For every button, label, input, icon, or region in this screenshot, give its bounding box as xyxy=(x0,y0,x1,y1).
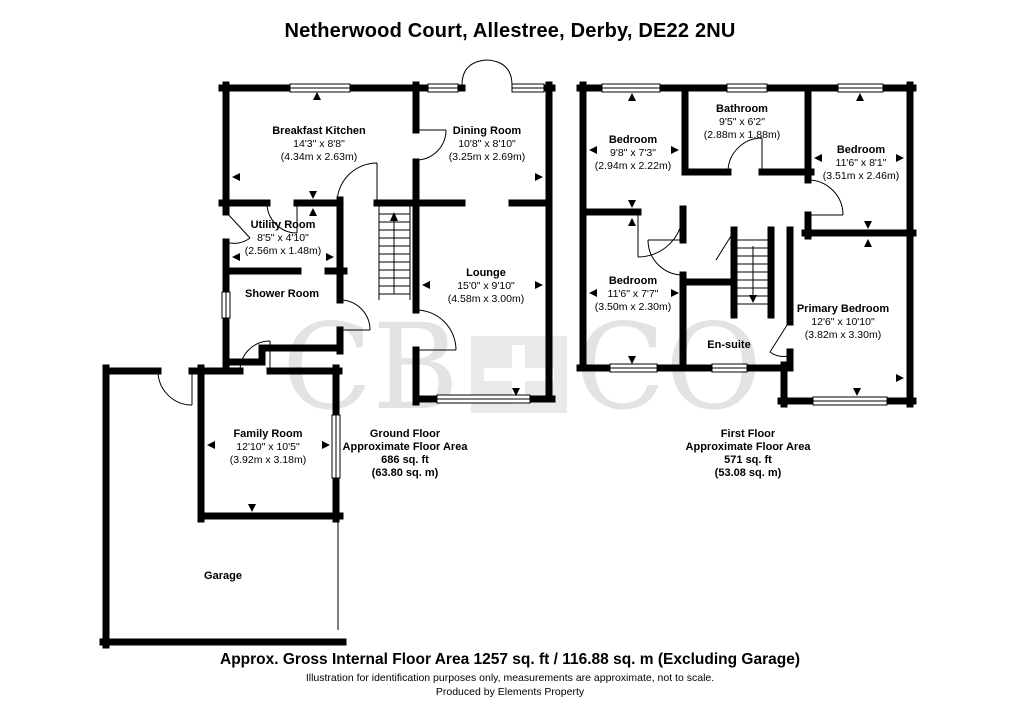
floor-label: First Floor xyxy=(720,428,776,440)
room-size-metric: (4.58m x 3.00m) xyxy=(447,293,525,305)
room-name: En-suite xyxy=(707,339,751,351)
room-label-bedroom-top-left: Bedroom 9'8" x 7'3" (2.94m x 2.22m) xyxy=(595,134,671,173)
room-size-metric: (3.82m x 3.30m) xyxy=(804,329,882,341)
ground-floor-doors xyxy=(157,59,513,406)
room-name: Lounge xyxy=(466,267,506,279)
room-label-lounge: Lounge 15'0" x 9'10" (4.58m x 3.00m) xyxy=(448,267,524,306)
floor-area-label: Approximate Floor Area xyxy=(342,441,468,453)
room-size-imperial: 12'6" x 10'10" xyxy=(811,316,875,328)
room-size-metric: (3.50m x 2.30m) xyxy=(594,301,672,313)
room-name: Dining Room xyxy=(452,125,522,137)
room-name: Bedroom xyxy=(836,144,886,156)
room-size-imperial: 9'5" x 6'2" xyxy=(719,116,765,128)
floor-area-m: (63.80 sq. m) xyxy=(371,467,439,479)
room-name: Primary Bedroom xyxy=(796,303,890,315)
page-title: Netherwood Court, Allestree, Derby, DE22… xyxy=(284,20,736,42)
dimension-arrows xyxy=(207,92,904,512)
room-size-imperial: 12'10" x 10'5" xyxy=(236,441,300,453)
room-size-metric: (2.94m x 2.22m) xyxy=(594,160,672,172)
ground-floor-windows xyxy=(221,83,545,479)
room-size-imperial: 14'3" x 8'8" xyxy=(293,138,345,150)
room-label-primary-bedroom: Primary Bedroom 12'6" x 10'10" (3.82m x … xyxy=(797,303,889,342)
room-label-shower-room: Shower Room xyxy=(245,288,319,301)
floor-area-m: (53.08 sq. m) xyxy=(714,467,782,479)
room-label-bedroom-top-right: Bedroom 11'6" x 8'1" (3.51m x 2.46m) xyxy=(823,144,899,183)
room-size-metric: (2.56m x 1.48m) xyxy=(244,245,322,257)
room-size-metric: (3.25m x 2.69m) xyxy=(448,151,526,163)
floor-area-ft: 686 sq. ft xyxy=(381,454,429,466)
ground-floor-summary: Ground Floor Approximate Floor Area 686 … xyxy=(343,428,468,480)
room-label-utility-room: Utility Room 8'5" x 4'10" (2.56m x 1.48m… xyxy=(245,219,321,258)
room-size-imperial: 15'0" x 9'10" xyxy=(457,280,515,292)
room-name: Utility Room xyxy=(250,219,316,231)
room-size-metric: (2.88m x 1.88m) xyxy=(703,129,781,141)
room-size-imperial: 11'6" x 7'7" xyxy=(607,288,659,300)
first-floor-doors xyxy=(637,137,844,357)
room-label-dining-room: Dining Room 10'8" x 8'10" (3.25m x 2.69m… xyxy=(449,125,525,164)
room-name: Family Room xyxy=(233,428,303,440)
ground-floor-walls xyxy=(99,81,556,649)
ground-floor-staircase xyxy=(378,206,411,300)
room-name: Bathroom xyxy=(716,103,768,115)
room-name: Breakfast Kitchen xyxy=(272,125,366,137)
room-size-imperial: 11'6" x 8'1" xyxy=(835,157,887,169)
room-size-metric: (4.34m x 2.63m) xyxy=(280,151,358,163)
room-size-imperial: 10'8" x 8'10" xyxy=(458,138,516,150)
room-size-imperial: 8'5" x 4'10" xyxy=(257,232,309,244)
room-label-ensuite: En-suite xyxy=(707,339,750,352)
room-name: Shower Room xyxy=(245,288,319,300)
first-floor-summary: First Floor Approximate Floor Area 571 s… xyxy=(686,428,811,480)
room-label-bedroom-bottom-left: Bedroom 11'6" x 7'7" (3.50m x 2.30m) xyxy=(595,275,671,314)
room-size-metric: (3.51m x 2.46m) xyxy=(822,170,900,182)
first-floor-walls xyxy=(576,81,917,408)
first-floor-windows xyxy=(601,83,888,406)
producer-text: Produced by Elements Property xyxy=(435,686,585,698)
room-size-metric: (3.92m x 3.18m) xyxy=(229,454,307,466)
room-name: Bedroom xyxy=(608,134,658,146)
room-size-imperial: 9'8" x 7'3" xyxy=(610,147,656,159)
room-label-breakfast-kitchen: Breakfast Kitchen 14'3" x 8'8" (4.34m x … xyxy=(272,125,366,164)
first-floor-staircase xyxy=(715,235,768,305)
room-name: Garage xyxy=(204,570,242,582)
gross-area-text: Approx. Gross Internal Floor Area 1257 s… xyxy=(220,651,800,668)
floor-label: Ground Floor xyxy=(369,428,441,440)
floor-area-ft: 571 sq. ft xyxy=(724,454,772,466)
disclaimer-text: Illustration for identification purposes… xyxy=(305,672,715,684)
room-label-bathroom: Bathroom 9'5" x 6'2" (2.88m x 1.88m) xyxy=(704,103,780,142)
watermark-text-left: CB xyxy=(282,298,459,436)
room-label-garage: Garage xyxy=(204,570,242,583)
room-name: Bedroom xyxy=(608,275,658,287)
floor-area-label: Approximate Floor Area xyxy=(685,441,811,453)
room-label-family-room: Family Room 12'10" x 10'5" (3.92m x 3.18… xyxy=(230,428,306,467)
